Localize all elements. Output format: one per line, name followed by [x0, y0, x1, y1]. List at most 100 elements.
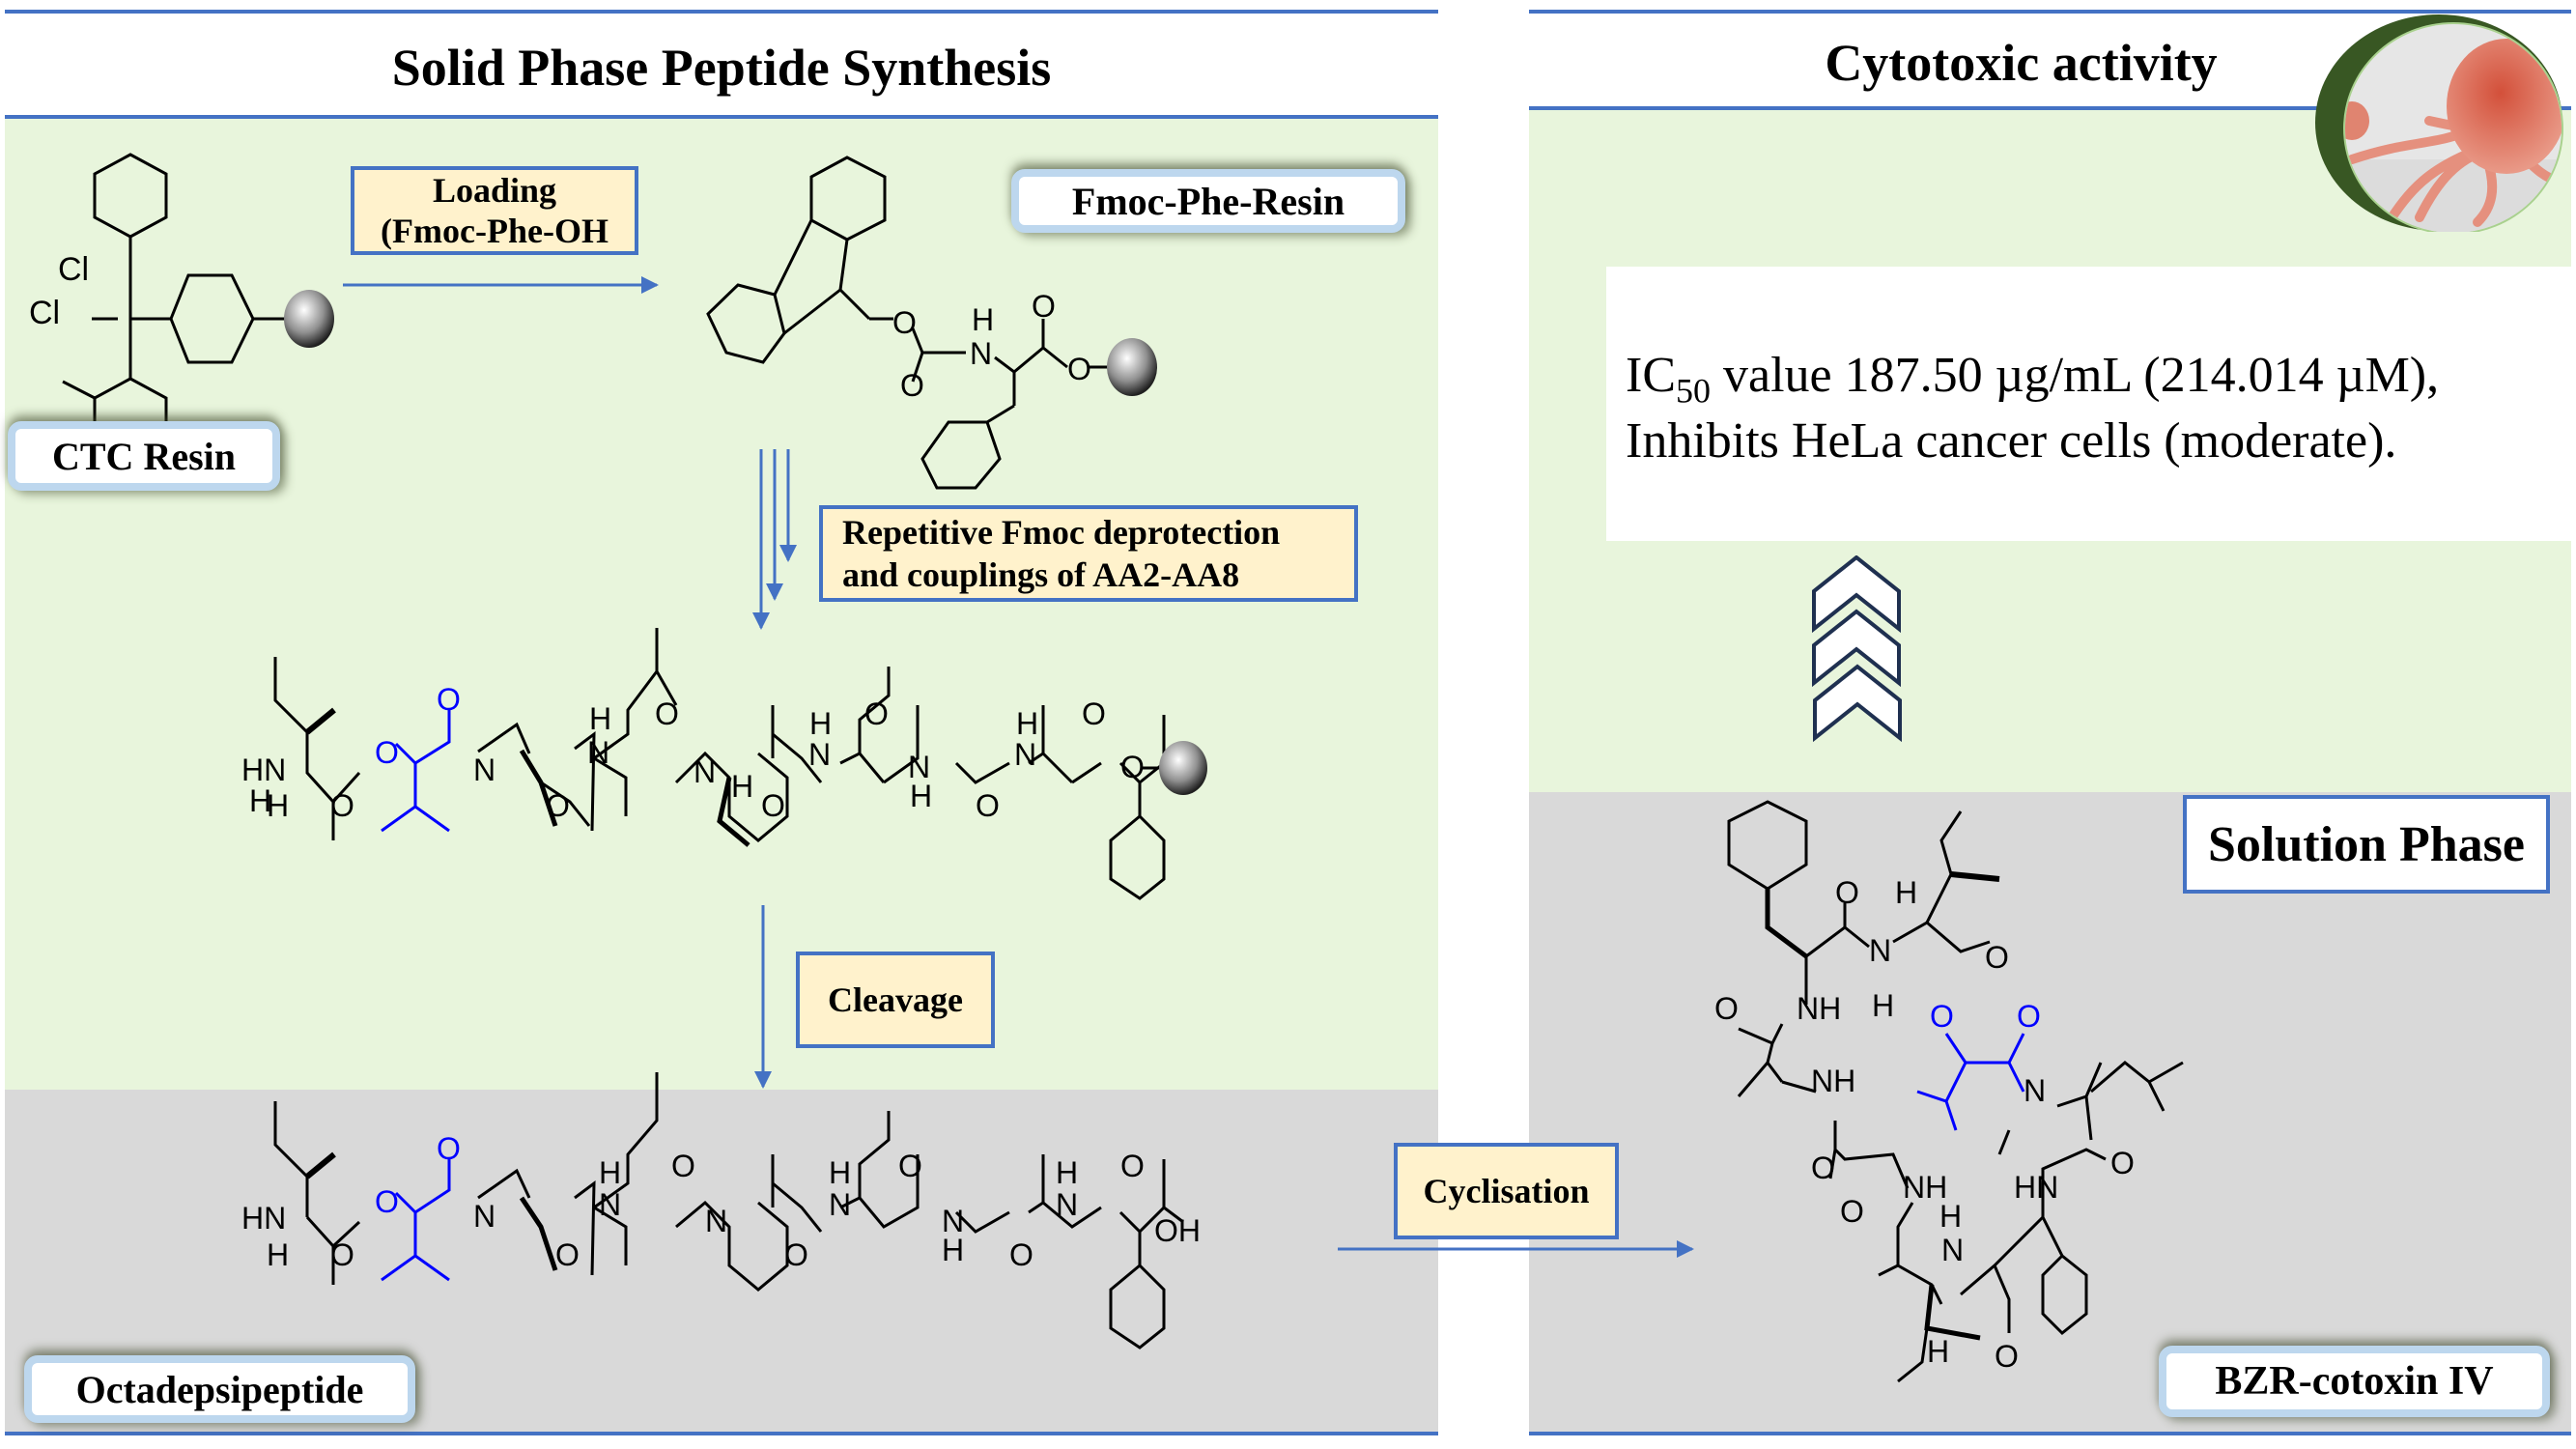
ctc-cl-atom: Cl: [58, 251, 89, 288]
cyclic-atom: H: [1927, 1334, 1949, 1369]
ic50-result-line2: Inhibits HeLa cancer cells (moderate).: [1626, 413, 2397, 469]
loading-label: Loading: [432, 171, 557, 210]
peptide-atom: N: [599, 1187, 621, 1222]
peptide-atom: O: [1009, 1237, 1033, 1272]
peptide-atom: O: [864, 696, 889, 731]
right-bottom-rule: [1529, 1432, 2571, 1435]
peptide-atom: O: [330, 788, 354, 823]
chevron-up-icon: [1812, 555, 1901, 634]
left-header-rule: [5, 115, 1438, 119]
cyclic-atom: O: [1995, 1339, 2019, 1374]
peptide-atom: H: [829, 1155, 851, 1190]
right-header-rule: [1529, 106, 2571, 110]
cyclic-atom: NH: [1903, 1170, 1947, 1205]
fmoc-o-atom: O: [1067, 352, 1091, 386]
peptide-atom: H: [1016, 706, 1038, 741]
peptide-atom: H: [809, 706, 832, 741]
peptide-atom: O: [330, 1237, 354, 1272]
fmoc-phe-resin-structure: [706, 156, 1068, 490]
cyclic-atom: O: [1840, 1194, 1864, 1229]
bzr-cotoxin-ester-highlight: [1916, 1033, 2025, 1131]
peptide-atom: O: [1082, 696, 1106, 731]
left-top-rule: [5, 10, 1438, 14]
left-bottom-rule: [5, 1432, 1438, 1435]
right-solution-area: [1529, 792, 2571, 1433]
linear-peptide-ester-highlight: [381, 710, 451, 833]
loading-reagent: (Fmoc-Phe-OH: [381, 212, 609, 250]
peptide-atom: O: [671, 1149, 695, 1183]
peptide-atom: N: [908, 750, 930, 784]
peptide-ester-carbonyl-o: O: [437, 682, 461, 717]
peptide-atom: N: [473, 1199, 495, 1234]
bzr-cotoxin-iv-structure: [1727, 800, 2184, 1383]
resin-bead: [1107, 338, 1157, 396]
peptide-atom: H: [589, 701, 611, 736]
chevron-up-icon: [1813, 664, 1902, 743]
fmoc-o-atom: O: [892, 305, 917, 340]
peptide-atom: O: [784, 1237, 808, 1272]
peptide-atom: N: [829, 1187, 851, 1222]
solution-phase-label: Solution Phase: [2183, 795, 2550, 894]
peptide-atom: H: [249, 783, 271, 818]
cyclisation-label: Cyclisation: [1423, 1172, 1590, 1210]
fmoc-n-atom: N: [970, 336, 992, 371]
cyclisation-step-box: Cyclisation: [1394, 1143, 1619, 1239]
peptide-atom: N: [1014, 737, 1036, 772]
octadepsipeptide-label: Octadepsipeptide: [24, 1355, 415, 1423]
peptide-atom: N: [942, 1204, 964, 1238]
linear-peptide-on-resin: [273, 628, 1184, 900]
cyclic-atom: O: [1811, 1151, 1835, 1185]
fmoc-o-atom: O: [900, 368, 924, 403]
peptide-ester-carbonyl-o: O: [437, 1131, 461, 1166]
peptide-atom: HN: [241, 1201, 286, 1236]
ctc-resin-label: CTC Resin: [8, 421, 280, 491]
cyclic-atom: O: [1985, 940, 2009, 975]
cyclic-ester-o: O: [1930, 999, 1954, 1034]
repetitive-step-box: Repetitive Fmoc deprotection and couplin…: [819, 505, 1358, 602]
cyclic-atom: N: [2024, 1073, 2046, 1108]
cyclic-atom: N: [1869, 933, 1891, 968]
left-panel-title: Solid Phase Peptide Synthesis: [391, 39, 1052, 97]
cancer-cell-image: [2315, 14, 2563, 232]
product-name-label: BZR-cotoxin IV: [2159, 1346, 2550, 1417]
peptide-atom: H: [910, 779, 932, 813]
peptide-atom: O: [1120, 750, 1145, 784]
left-solid-phase-area: [5, 119, 1438, 1090]
cyclic-atom: H: [1872, 988, 1894, 1023]
cyclic-atom: H: [1895, 875, 1917, 910]
loading-step-box: Loading (Fmoc-Phe-OH: [351, 166, 638, 255]
cyclic-atom: O: [1714, 991, 1739, 1026]
cyclic-atom: NH: [1811, 1064, 1855, 1098]
right-top-rule: [1529, 10, 2571, 14]
peptide-atom: N: [473, 753, 495, 787]
peptide-atom: H: [731, 769, 753, 804]
repetitive-line1: Repetitive Fmoc deprotection: [842, 513, 1281, 552]
cleavage-label: Cleavage: [828, 980, 963, 1019]
peptide-atom: O: [898, 1149, 922, 1183]
ic50-value-text: value 187.50 µg/mL (214.014 µM),: [1711, 348, 2440, 403]
peptide-atom: H: [1056, 1155, 1078, 1190]
chevron-up-icon: [1812, 609, 1901, 688]
ic-prefix: IC: [1626, 348, 1676, 403]
fmoc-phe-resin-label: Fmoc-Phe-Resin: [1011, 169, 1405, 233]
peptide-atom: O: [655, 696, 679, 731]
peptide-ester-o: O: [375, 735, 399, 770]
ic50-result-box: IC50 value 187.50 µg/mL (214.014 µM), In…: [1606, 267, 2571, 541]
peptide-atom: N: [1056, 1187, 1078, 1222]
peptide-atom: H: [267, 788, 289, 823]
resin-bead: [1159, 741, 1207, 795]
ctc-resin-structure: [62, 153, 285, 463]
peptide-atom: O: [555, 1237, 580, 1272]
peptide-atom: O: [546, 788, 570, 823]
peptide-atom: HN: [241, 753, 286, 787]
right-panel-title: Cytotoxic activity: [1825, 34, 2218, 92]
fmoc-o-atom: O: [1032, 289, 1056, 324]
cleavage-step-box: Cleavage: [796, 952, 995, 1048]
fmoc-h-atom: H: [972, 302, 994, 337]
peptide-atom: N: [694, 754, 716, 789]
cyclic-atom: H: [1939, 1199, 1962, 1234]
cyclic-atom: NH: [1797, 991, 1841, 1026]
resin-bead: [284, 290, 334, 348]
peptide-atom: H: [267, 1237, 289, 1272]
